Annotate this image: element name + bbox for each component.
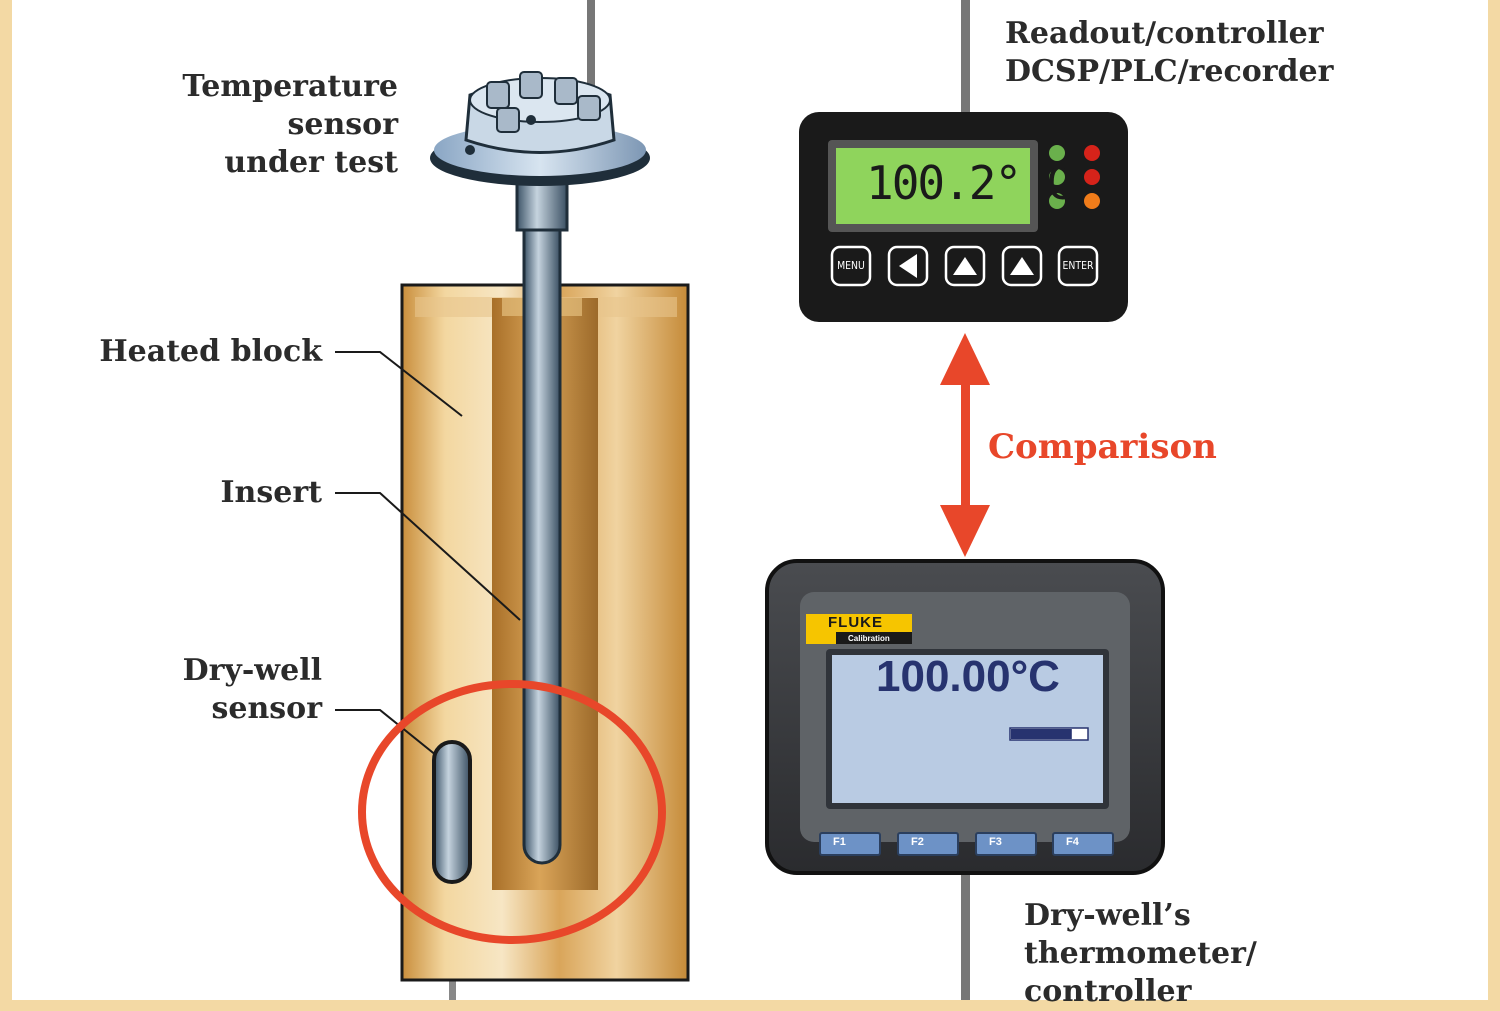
insert-leader [335,492,521,621]
drywell-sensor-label: Dry-well sensor [70,652,322,728]
status-led [1049,145,1065,161]
drywell-thermometer-label: Dry-well’s thermometer/ controller [1024,897,1324,1011]
status-led [1049,193,1065,209]
label-line: under test [224,145,398,180]
status-led [1084,169,1100,185]
comparison-arrow [940,333,990,557]
sensor-rod [522,163,562,865]
fluke-level-bar-fill [1011,729,1072,739]
fluke-brand: FLUKE [828,614,883,631]
left-arrow-icon [899,254,917,278]
fluke-controller [765,559,1165,875]
readout-display-value: 100.2° C [866,156,1074,210]
enter-button-label: ENTER [1062,259,1094,272]
f3-key[interactable] [975,832,1037,856]
label-line: Temperature [182,69,398,104]
status-led [1084,145,1100,161]
fluke-sub-brand: Calibration [848,634,890,643]
up-arrow-icon [953,257,977,275]
heated-block-leader [335,351,463,417]
label-line: Readout/controller [1005,16,1324,51]
fluke-bottom-wire [961,860,970,1000]
menu-button-label: MENU [837,259,865,272]
drywell-sensor [432,740,472,884]
status-led [1084,193,1100,209]
insert-label: Insert [220,475,322,510]
f4-key[interactable] [1052,832,1114,856]
drywell-sensor-leader [335,709,443,761]
label-line: controller [1024,974,1192,1009]
temperature-sensor-label: Temperature sensor under test [150,68,398,182]
f4-key-label: F4 [1066,836,1079,848]
f1-key[interactable] [819,832,881,856]
readout-label: Readout/controller DCSP/PLC/recorder [1005,15,1405,91]
readout-lcd [836,148,1030,224]
label-line: thermometer/ [1024,936,1257,971]
heated-block-label: Heated block [99,334,322,369]
highlight-circle [358,680,666,944]
enter-button[interactable] [1057,245,1099,287]
comparison-label: Comparison [988,427,1217,467]
label-line: DCSP/PLC/recorder [1005,54,1334,89]
sensor-head [430,71,650,186]
sensor-top-wire [587,0,595,100]
label-line: sensor [211,691,323,726]
f2-key[interactable] [897,832,959,856]
label-line: sensor [287,107,399,142]
f2-key-label: F2 [911,836,924,848]
readout-top-wire [961,0,970,120]
readout-controller [799,112,1128,322]
f1-key-label: F1 [833,836,846,848]
label-line: Dry-well’s [1024,898,1191,933]
label-line: Dry-well [182,653,322,688]
fluke-reading: 100.00°C [876,652,1060,701]
menu-button[interactable] [830,245,872,287]
f3-key-label: F3 [989,836,1002,848]
up-arrow-icon [1010,257,1034,275]
status-led [1049,169,1065,185]
